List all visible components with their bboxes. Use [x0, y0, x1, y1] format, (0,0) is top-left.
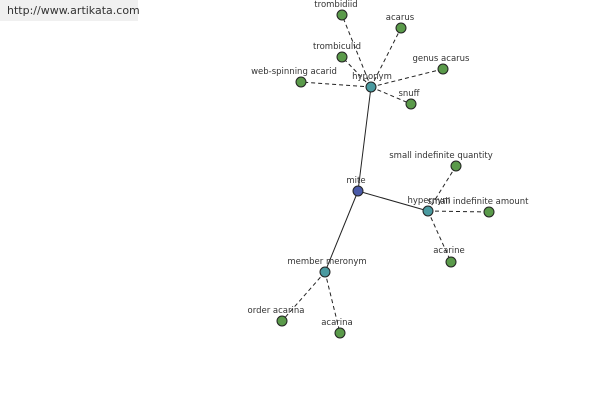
node-web-spinning-acarid[interactable] — [295, 76, 307, 88]
edge-mite-hyponym — [357, 86, 372, 192]
node-hypernym[interactable] — [422, 205, 434, 217]
node-trombiculid[interactable] — [336, 51, 348, 63]
label-genus-acarus[interactable]: genus acarus — [413, 54, 471, 64]
edge-hyponym-web-spinning-acarid — [300, 81, 372, 88]
label-trombiculid[interactable]: trombiculid — [313, 42, 361, 52]
node-snuff[interactable] — [405, 98, 417, 110]
label-snuff[interactable]: snuff — [398, 89, 420, 99]
label-member-meronym[interactable]: member meronym — [287, 257, 366, 267]
label-trombidiid[interactable]: trombidiid — [314, 0, 357, 10]
edges — [281, 14, 490, 334]
edge-hyponym-trombidiid — [341, 14, 372, 88]
source-url-text[interactable]: http://www.artikata.com — [7, 4, 140, 17]
label-acarina[interactable]: acarina — [321, 318, 353, 328]
edge-mite-member-meronym — [324, 190, 359, 273]
node-genus-acarus[interactable] — [437, 63, 449, 75]
edge-hypernym-small-indefinite-amount — [427, 210, 490, 213]
node-small-indefinite-quantity[interactable] — [450, 160, 462, 172]
node-acarus[interactable] — [395, 22, 407, 34]
node-acarina[interactable] — [334, 327, 346, 339]
nodes — [276, 9, 495, 339]
edge-member-meronym-order-acarina — [281, 271, 326, 322]
label-small-indefinite-quantity[interactable]: small indefinite quantity — [389, 151, 493, 161]
label-hypernym[interactable]: hypernym — [407, 196, 450, 206]
label-hyponym[interactable]: hyponym — [352, 72, 392, 82]
label-web-spinning-acarid[interactable]: web-spinning acarid — [251, 67, 337, 77]
label-acarus[interactable]: acarus — [386, 13, 415, 23]
node-hyponym[interactable] — [365, 81, 377, 93]
edge-hypernym-acarine — [427, 210, 452, 263]
source-url-bar: http://www.artikata.com — [0, 0, 140, 21]
label-acarine[interactable]: acarine — [433, 246, 465, 256]
label-small-indefinite-amount[interactable]: small indefinite amount — [428, 197, 530, 207]
labels: mite hyponym hypernym member meronym tro… — [248, 0, 530, 328]
node-order-acarina[interactable] — [276, 315, 288, 327]
node-small-indefinite-amount[interactable] — [483, 206, 495, 218]
node-mite[interactable] — [352, 185, 364, 197]
edge-hypernym-small-indefinite-quantity — [427, 165, 457, 212]
edge-mite-hypernym — [357, 190, 429, 212]
edge-hyponym-genus-acarus — [370, 68, 444, 88]
edge-hyponym-snuff — [370, 86, 412, 105]
label-order-acarina[interactable]: order acarina — [248, 306, 305, 316]
label-mite[interactable]: mite — [346, 176, 365, 186]
edge-member-meronym-acarina — [324, 271, 341, 334]
node-acarine[interactable] — [445, 256, 457, 268]
node-member-meronym[interactable] — [319, 266, 331, 278]
node-trombidiid[interactable] — [336, 9, 348, 21]
